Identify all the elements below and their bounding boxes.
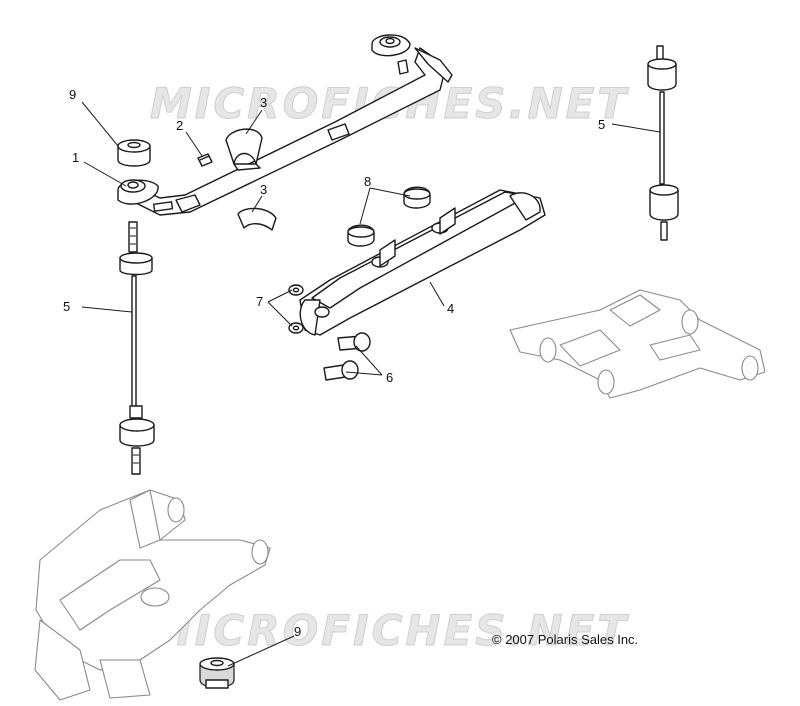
bushing-top	[117, 139, 151, 167]
stabilizer-bar	[117, 34, 453, 216]
bolt-6-lower	[323, 360, 359, 381]
bushing-8-left	[347, 224, 375, 247]
bushing-8-right	[403, 186, 431, 209]
nut-7-lower	[288, 322, 304, 334]
fastener-2	[197, 153, 213, 167]
callout-5-left: 5	[63, 299, 70, 314]
callout-6: 6	[386, 370, 393, 385]
nut-7-upper	[288, 284, 304, 296]
watermark-bottom: MICROFICHES.NET	[150, 606, 629, 655]
callout-8: 8	[364, 174, 371, 189]
callouts: 9 1 2 3 3 5 5 4 8 7 6 9	[63, 87, 605, 639]
swing-arm-right	[509, 289, 766, 399]
mount-bracket	[299, 189, 546, 336]
link-rod-right	[647, 45, 679, 241]
callout-3-upper: 3	[260, 95, 267, 110]
callout-2: 2	[176, 118, 183, 133]
clamp-lower	[237, 207, 277, 231]
bolt-6-upper	[337, 332, 371, 352]
swing-arm-left	[34, 489, 271, 701]
callout-4: 4	[447, 301, 454, 316]
callout-9-bottom: 9	[294, 624, 301, 639]
callout-5-right: 5	[598, 117, 605, 132]
bushing-bottom	[199, 657, 235, 689]
leader-lines	[81, 101, 661, 667]
clamp-upper	[225, 128, 263, 171]
copyright-text: © 2007 Polaris Sales Inc.	[492, 632, 638, 647]
callout-3-lower: 3	[260, 182, 267, 197]
callout-7: 7	[256, 294, 263, 309]
callout-9-top: 9	[69, 87, 76, 102]
callout-1: 1	[72, 150, 79, 165]
link-rod-left	[119, 221, 155, 475]
